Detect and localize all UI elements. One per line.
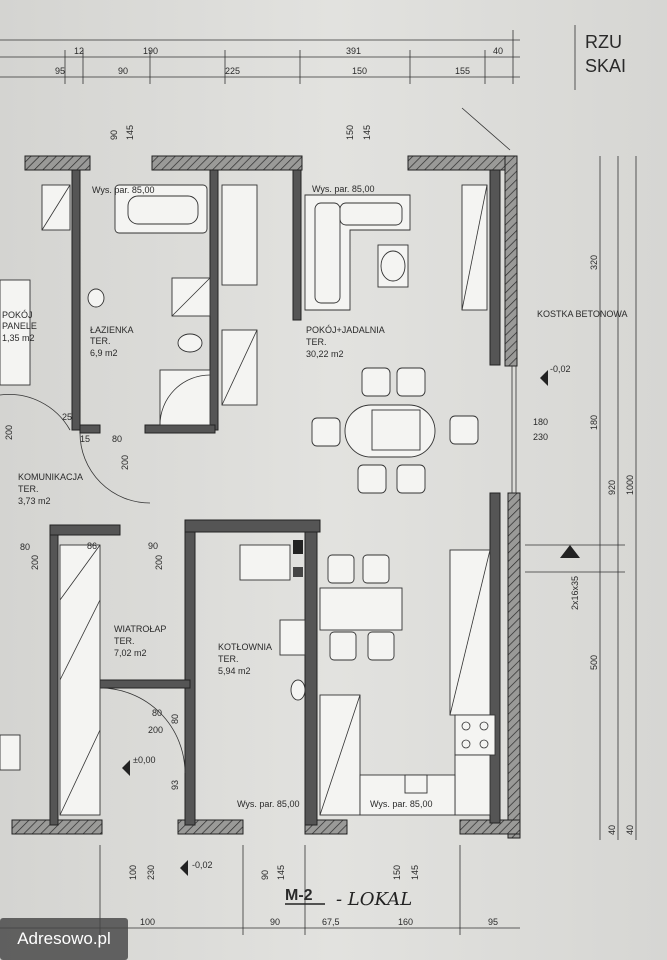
bathroom-fixtures xyxy=(87,184,211,426)
living-ter: TER. xyxy=(306,337,327,347)
dim-top-3: 391 xyxy=(346,46,361,56)
dim-top-7: 225 xyxy=(225,66,240,76)
dim-bottom-5: 150 xyxy=(392,865,402,880)
outside-level: -0,02 xyxy=(192,860,213,870)
dim-bottom-1: 100 xyxy=(128,865,138,880)
dim-right-7: 500 xyxy=(589,655,599,670)
dim-top-9: 155 xyxy=(455,66,470,76)
dim-inner-11: 80 xyxy=(170,714,180,724)
dim-inner-5: 200 xyxy=(30,555,40,570)
dim-top-5: 95 xyxy=(55,66,65,76)
dim-top-6: 90 xyxy=(118,66,128,76)
dim-right-1: 320 xyxy=(589,255,599,270)
exterior-label: KOSTKA BETONOWA xyxy=(537,309,628,319)
bed xyxy=(0,279,31,386)
dim-top-13: 145 xyxy=(362,125,372,140)
dim-inner-2: 80 xyxy=(112,434,122,444)
dim-bottom-9: 67,5 xyxy=(322,917,340,927)
bathroom-name: ŁAZIENKA xyxy=(90,325,134,335)
dim-right-6: 1000 xyxy=(625,475,635,495)
sheet-title-line2: SKAI xyxy=(585,56,626,76)
vestibule-area: 7,02 m2 xyxy=(114,648,147,658)
living-room-furniture xyxy=(221,184,488,494)
bathroom-note: Wys. par. 85,00 xyxy=(92,185,154,195)
door-swing-2 xyxy=(0,394,71,431)
dim-right-8: 40 xyxy=(607,825,617,835)
dim-bottom-7: 100 xyxy=(140,917,155,927)
dim-bottom-10: 160 xyxy=(398,917,413,927)
dim-top-1: 12 xyxy=(74,46,84,56)
living-area: 30,22 m2 xyxy=(306,349,344,359)
left-room-sub: PANELE xyxy=(2,321,37,331)
dim-bottom-6: 145 xyxy=(410,865,420,880)
dim-right-5: 920 xyxy=(607,480,617,495)
dim-inner-1: 15 xyxy=(80,434,90,444)
boiler-area: 5,94 m2 xyxy=(218,666,251,676)
dim-right-4: 180 xyxy=(589,415,599,430)
right-dimensions: 320 180 230 180 920 1000 500 40 40 xyxy=(525,156,637,840)
room-labels: Wys. par. 85,00 ŁAZIENKA TER. 6,9 m2 POK… xyxy=(2,184,432,809)
inner-dimensions: 15 80 200 80 200 86 90 200 80 200 80 25 … xyxy=(4,412,180,735)
hall-ter: TER. xyxy=(18,484,39,494)
dim-right-3: 230 xyxy=(533,432,548,442)
dim-right-9: 40 xyxy=(625,825,635,835)
left-room-name: POKÓJ xyxy=(2,310,33,320)
kitchen-note: Wys. par. 85,00 xyxy=(370,799,432,809)
dim-top-2: 190 xyxy=(143,46,158,56)
boiler-note: Wys. par. 85,00 xyxy=(237,799,299,809)
left-room-area: 1,35 m2 xyxy=(2,333,35,343)
boiler-name: KOTŁOWNIA xyxy=(218,642,272,652)
dim-inner-8: 200 xyxy=(154,555,164,570)
dim-inner-13: 25 xyxy=(62,412,72,422)
living-note: Wys. par. 85,00 xyxy=(312,184,374,194)
dim-bottom-2: 230 xyxy=(146,865,156,880)
bathroom-ter: TER. xyxy=(90,336,111,346)
dim-inner-7: 90 xyxy=(148,541,158,551)
dim-inner-9: 80 xyxy=(152,708,162,718)
dim-top-12: 150 xyxy=(345,125,355,140)
living-name: POKÓJ+JADALNIA xyxy=(306,325,385,335)
dim-inner-4: 80 xyxy=(20,542,30,552)
handwritten-note: - LOKAL xyxy=(336,889,412,910)
boiler-ter: TER. xyxy=(218,654,239,664)
dim-bottom-11: 95 xyxy=(488,917,498,927)
window-marker-icon xyxy=(560,545,580,558)
dim-inner-3: 200 xyxy=(120,455,130,470)
dim-bottom-8: 90 xyxy=(270,917,280,927)
outside-level-icon xyxy=(180,860,188,876)
dim-top-11: 145 xyxy=(125,125,135,140)
step-dim: 93 xyxy=(170,780,180,790)
hall-area: 3,73 m2 xyxy=(18,496,51,506)
walls xyxy=(11,155,521,839)
boiler-room-fixtures xyxy=(239,540,306,701)
vestibule-name: WIATROŁAP xyxy=(114,624,166,634)
vestibule-ter: TER. xyxy=(114,636,135,646)
sheet-label: M-2 xyxy=(285,887,313,904)
level-marker-icon xyxy=(540,370,548,386)
exterior-level: -0,02 xyxy=(550,364,571,374)
hall-name: KOMUNIKACJA xyxy=(18,472,83,482)
dim-right-2: 180 xyxy=(533,417,548,427)
window-dim: 2x16x35 xyxy=(570,576,580,610)
bathroom-area: 6,9 m2 xyxy=(90,348,118,358)
dim-bottom-3: 90 xyxy=(260,870,270,880)
dim-inner-10: 200 xyxy=(148,725,163,735)
dim-bottom-4: 145 xyxy=(276,865,286,880)
dim-top-8: 150 xyxy=(352,66,367,76)
top-dimensions: 12 190 391 40 95 90 225 150 155 90 145 1… xyxy=(0,30,520,151)
vestibule-fixtures xyxy=(0,544,186,816)
kitchen-furniture xyxy=(319,549,496,816)
dim-inner-14: 200 xyxy=(4,425,14,440)
watermark: Adresowo.pl xyxy=(0,918,128,960)
dim-inner-6: 86 xyxy=(87,541,97,551)
dim-top-4: 40 xyxy=(493,46,503,56)
dim-top-10: 90 xyxy=(109,130,119,140)
entry-level-icon xyxy=(122,760,130,776)
sheet-title-line1: RZU xyxy=(585,32,622,52)
door-swing-1 xyxy=(79,432,151,504)
entry-level: ±0,00 xyxy=(133,755,155,765)
